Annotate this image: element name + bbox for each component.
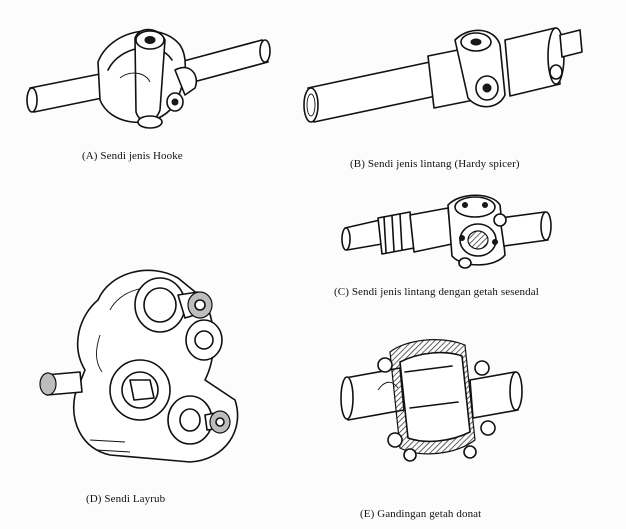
caption-rubber-bush-cross: (C) Sendi jenis lintang dengan getah ses… — [334, 286, 539, 298]
rubber-bush-cross-joint-drawing — [341, 194, 552, 269]
caption-doughnut-coupling: (E) Gandingan getah donat — [360, 508, 482, 520]
caption-hardy-spicer: (B) Sendi jenis lintang (Hardy spicer) — [350, 158, 520, 170]
caption-hooke: (A) Sendi jenis Hooke — [82, 150, 183, 162]
layrub-joint-drawing — [39, 269, 239, 463]
doughnut-coupling-drawing — [340, 339, 523, 462]
hooke-joint-drawing — [26, 28, 271, 129]
caption-layrub: (D) Sendi Layrub — [86, 493, 166, 505]
hardy-spicer-joint-drawing — [303, 27, 583, 123]
